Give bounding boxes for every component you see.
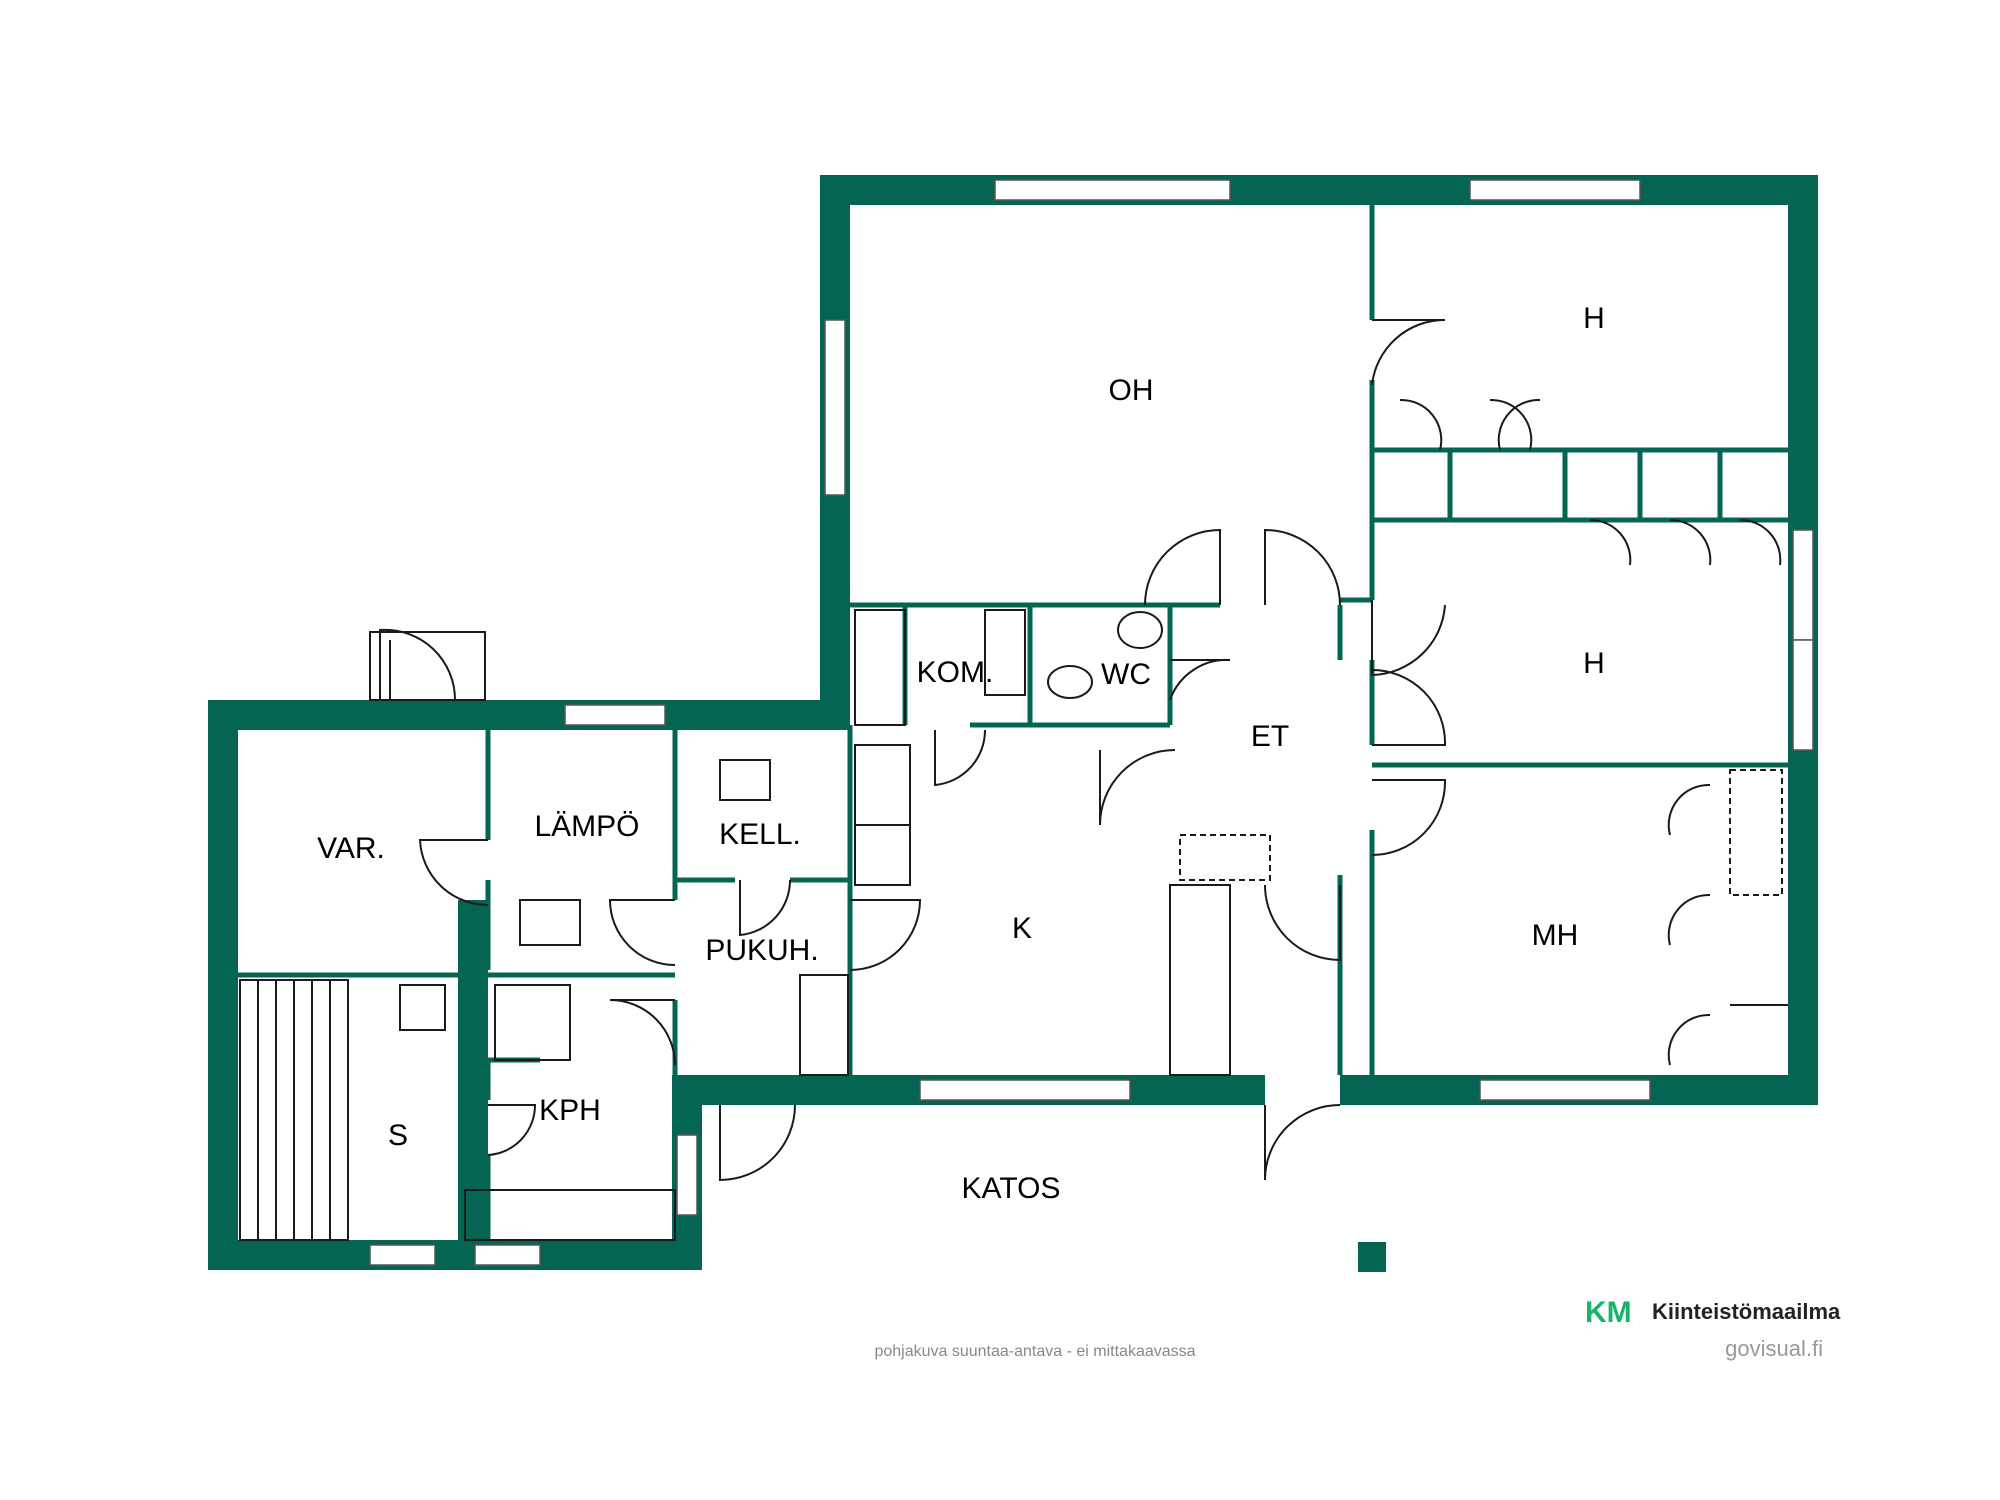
room-label-et: ET <box>1251 720 1289 753</box>
room-label-kell: KELL. <box>719 818 801 851</box>
disclaimer-note: pohjakuva suuntaa-antava - ei mittakaava… <box>874 1343 1195 1360</box>
room-labels: OH H H KOM. WC ET VAR. LÄMPÖ KELL. K PUK… <box>317 302 1605 1205</box>
room-label-mh: MH <box>1532 919 1579 952</box>
fixtures <box>239 609 1788 1241</box>
room-label-pukuh: PUKUH. <box>705 934 818 967</box>
room-label-wc: WC <box>1101 658 1151 691</box>
footer: pohjakuva suuntaa-antava - ei mittakaava… <box>874 1296 1841 1361</box>
brand-mark: KM <box>1585 1296 1632 1329</box>
credit-text: govisual.fi <box>1725 1336 1823 1361</box>
room-label-k: K <box>1012 912 1032 945</box>
room-label-s: S <box>388 1119 408 1152</box>
door-swings <box>379 318 1782 1182</box>
room-label-katos: KATOS <box>962 1172 1061 1205</box>
room-label-lampo: LÄMPÖ <box>534 810 639 843</box>
sauna-benches <box>239 979 349 1241</box>
room-label-kom: KOM. <box>917 656 994 689</box>
room-label-h-lower: H <box>1583 647 1605 680</box>
brand-name: Kiinteistömaailma <box>1652 1299 1841 1324</box>
room-label-kph: KPH <box>539 1094 601 1127</box>
windows <box>369 179 1814 1266</box>
room-label-h-upper: H <box>1583 302 1605 335</box>
room-label-oh: OH <box>1109 374 1154 407</box>
interior-walls <box>238 205 1788 1240</box>
room-label-var: VAR. <box>317 832 385 865</box>
